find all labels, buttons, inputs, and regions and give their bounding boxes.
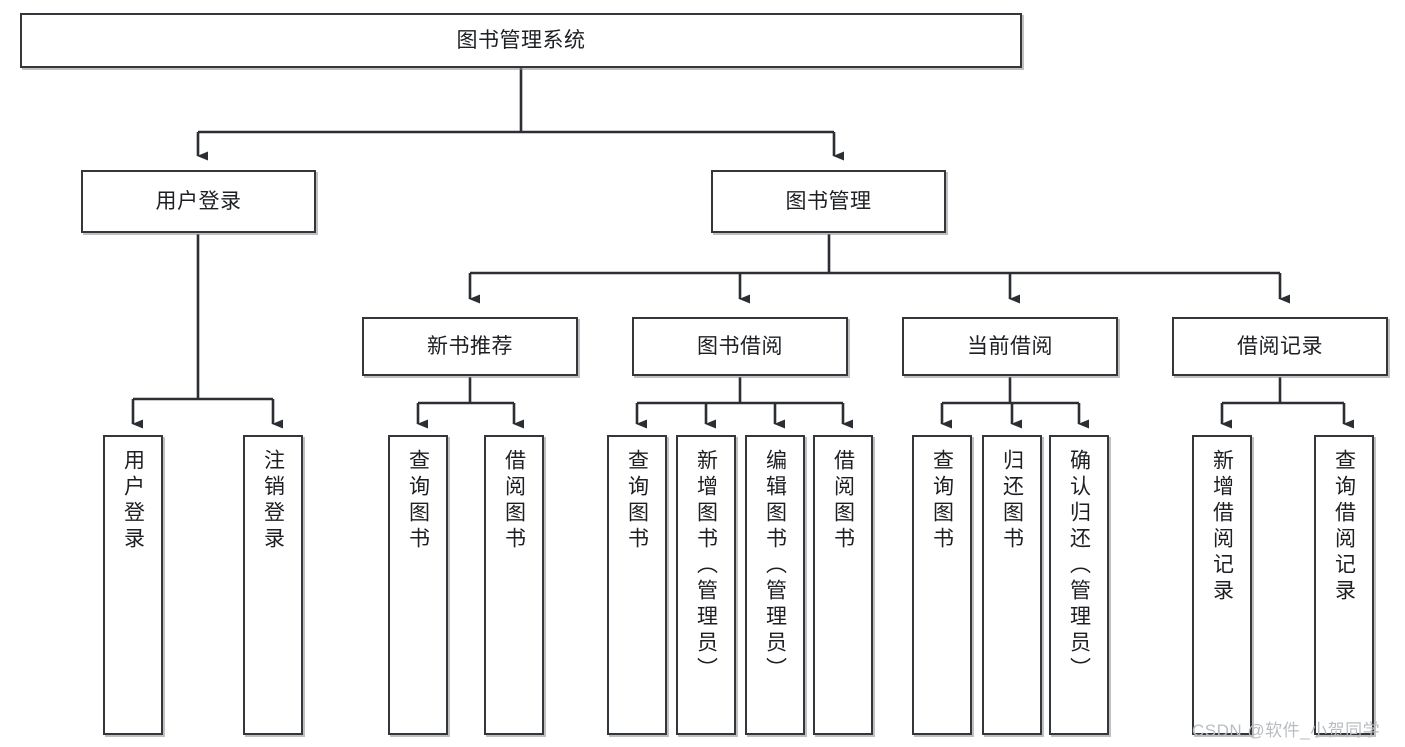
node-book-borrow[interactable]: 图书借阅: [632, 317, 848, 376]
leaf-borrow-edit-book[interactable]: 编辑图书（管理员）: [745, 435, 805, 735]
node-label: 新书推荐: [427, 334, 513, 358]
node-label: 查询图书: [406, 449, 430, 553]
node-current-borrow[interactable]: 当前借阅: [902, 317, 1118, 376]
node-label: 图书管理系统: [456, 28, 586, 52]
node-label: 查询图书: [625, 449, 649, 553]
leaf-record-query-record[interactable]: 查询借阅记录: [1314, 435, 1374, 735]
leaf-borrow-add-book[interactable]: 新增图书（管理员）: [676, 435, 736, 735]
node-label: 查询借阅记录: [1332, 449, 1356, 605]
leaf-borrow-borrow-book[interactable]: 借阅图书: [813, 435, 873, 735]
node-label: 归还图书: [1000, 449, 1024, 553]
node-label: 查询图书: [930, 449, 954, 553]
node-book-management[interactable]: 图书管理: [711, 170, 946, 233]
leaf-current-return-book[interactable]: 归还图书: [982, 435, 1042, 735]
node-label: 图书借阅: [697, 334, 783, 358]
node-label: 新增图书（管理员）: [694, 449, 718, 683]
node-label: 注销登录: [261, 449, 285, 553]
leaf-user-login-signin[interactable]: 用户登录: [103, 435, 163, 735]
leaf-user-login-signout[interactable]: 注销登录: [243, 435, 303, 735]
node-label: 借阅记录: [1237, 334, 1323, 358]
leaf-recommend-query-book[interactable]: 查询图书: [388, 435, 448, 735]
leaf-record-add-record[interactable]: 新增借阅记录: [1192, 435, 1252, 735]
node-borrow-record[interactable]: 借阅记录: [1172, 317, 1388, 376]
node-label: 用户登录: [155, 189, 242, 213]
leaf-current-confirm-return[interactable]: 确认归还（管理员）: [1049, 435, 1109, 735]
node-label: 用户登录: [121, 449, 145, 553]
node-user-login[interactable]: 用户登录: [81, 170, 316, 233]
node-label: 借阅图书: [502, 449, 526, 553]
node-label: 图书管理: [785, 189, 872, 213]
node-label: 当前借阅: [967, 334, 1053, 358]
leaf-current-query-book[interactable]: 查询图书: [912, 435, 972, 735]
watermark-text: CSDN @软件_小贺同学: [1192, 721, 1381, 740]
node-label: 新增借阅记录: [1210, 449, 1234, 605]
node-label: 借阅图书: [831, 449, 855, 553]
leaf-borrow-query-book[interactable]: 查询图书: [607, 435, 667, 735]
node-label: 编辑图书（管理员）: [763, 449, 787, 683]
node-new-book-recommend[interactable]: 新书推荐: [362, 317, 578, 376]
node-label: 确认归还（管理员）: [1067, 449, 1091, 683]
leaf-recommend-borrow-book[interactable]: 借阅图书: [484, 435, 544, 735]
node-root-system[interactable]: 图书管理系统: [20, 13, 1022, 68]
